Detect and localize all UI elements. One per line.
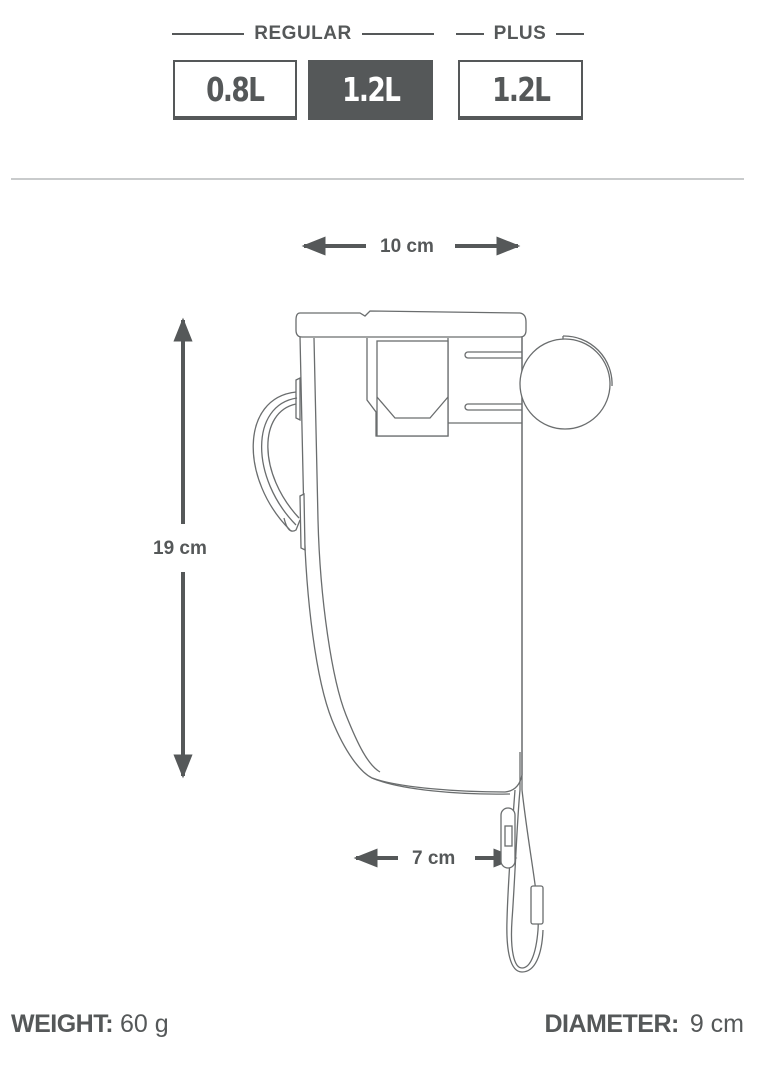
section-divider — [11, 178, 744, 180]
spec-weight: WEIGHT: 60 g — [11, 1010, 169, 1039]
dimension-label-height: 19 cm — [153, 538, 207, 559]
group-rule-right — [361, 33, 434, 35]
dimension-label-top-width: 10 cm — [380, 236, 434, 257]
group-label-text: PLUS — [493, 23, 547, 44]
group-rule-left — [172, 33, 245, 35]
bag-outline — [252, 310, 613, 973]
group-label-regular: REGULAR — [170, 22, 436, 46]
spec-diameter-label: DIAMETER: — [544, 1010, 679, 1038]
spec-weight-label: WEIGHT: — [11, 1010, 114, 1038]
size-option-label: 1.2L — [341, 69, 401, 109]
spec-diameter: DIAMETER: 9 cm — [544, 1010, 744, 1039]
size-option-label: 1.2L — [491, 69, 551, 109]
size-option-plus-1-2l[interactable]: 1.2L — [458, 60, 583, 120]
size-option-label: 0.8L — [206, 69, 265, 109]
spec-diameter-value: 9 cm — [689, 1010, 744, 1038]
size-option-regular-1-2l[interactable]: 1.2L — [308, 60, 433, 120]
group-rule-right — [556, 33, 584, 35]
spec-weight-value: 60 g — [120, 1010, 169, 1038]
dimension-label-bottom-width: 7 cm — [412, 848, 456, 869]
group-rule-left — [456, 33, 484, 35]
size-option-regular-0-8l[interactable]: 0.8L — [173, 60, 297, 120]
group-label-plus: PLUS — [456, 22, 584, 46]
group-label-text: REGULAR — [254, 23, 352, 44]
